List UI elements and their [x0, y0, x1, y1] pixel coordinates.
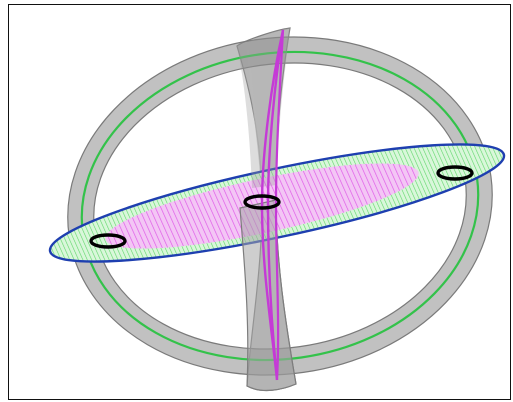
right-hole [436, 165, 474, 181]
center-hole [243, 194, 281, 210]
black-circular-holes [89, 165, 474, 249]
left-hole [89, 233, 127, 249]
